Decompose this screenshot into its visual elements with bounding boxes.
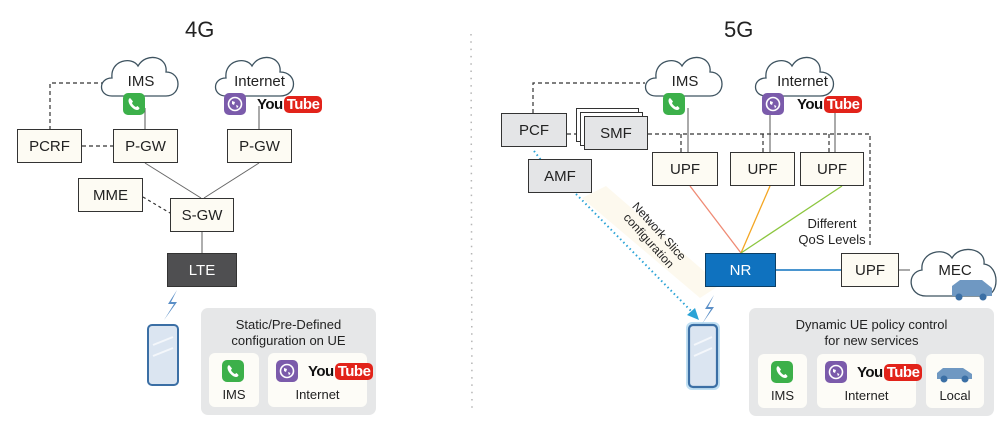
phone-icon: [771, 361, 793, 383]
globe-icon: [276, 360, 298, 382]
service-card-ims: IMS: [209, 353, 259, 407]
node-smf[interactable]: SMF: [584, 116, 648, 150]
phone-icon: [123, 93, 145, 115]
phone-icon: [663, 93, 685, 115]
cloud-label-ims: IMS: [671, 73, 699, 90]
node-pgw-ims[interactable]: P-GW: [113, 129, 178, 163]
node-mme[interactable]: MME: [78, 178, 143, 212]
cloud-internet-5g: [754, 56, 835, 97]
node-upf-internet-2[interactable]: UPF: [800, 152, 864, 186]
cloud-label-internet: Internet: [777, 73, 828, 90]
qos-annotation: Different QoS Levels: [792, 216, 872, 248]
cloud-internet-4g: [214, 56, 295, 97]
card-label: Local: [939, 388, 971, 403]
cloud-label-internet: Internet: [234, 73, 285, 90]
pcrf-ims-link: [49, 82, 104, 130]
panel-title-line2: for new services: [824, 333, 919, 348]
lightning-icon: [702, 295, 714, 324]
panel-title-line1: Static/Pre-Defined: [235, 317, 342, 332]
title-4g: 4G: [185, 17, 215, 42]
card-label: IMS: [222, 387, 246, 402]
pcf-amf-dotted-link: [533, 150, 542, 161]
ue-phone-4g: [147, 324, 179, 386]
node-pgw-internet[interactable]: P-GW: [227, 129, 292, 163]
cloud-ims-5g: [644, 56, 723, 97]
node-upf-ims[interactable]: UPF: [652, 152, 718, 186]
panel-title-line2: configuration on UE: [231, 333, 346, 348]
car-icon: [937, 368, 972, 383]
node-sgw[interactable]: S-GW: [170, 198, 234, 232]
node-upf-internet-1[interactable]: UPF: [730, 152, 795, 186]
smf-upf-control-link: [648, 133, 871, 245]
ue-phone-5g: [686, 322, 720, 390]
qos-line1: Different: [807, 216, 857, 231]
cloud-label-ims: IMS: [127, 73, 155, 90]
static-config-panel: Static/Pre-Defined configuration on UE I…: [201, 308, 376, 415]
cloud-label-mec: MEC: [938, 262, 972, 279]
network-slice-arrow: [575, 193, 698, 318]
globe-icon: [224, 93, 246, 115]
card-label: Internet: [844, 388, 889, 403]
globe-icon: [825, 361, 847, 383]
upf3-nr-qos-link: [740, 185, 843, 254]
service-card-ims: IMS: [758, 354, 807, 408]
phone-icon: [222, 360, 244, 382]
lightning-icon: [164, 290, 177, 320]
node-amf[interactable]: AMF: [528, 159, 592, 193]
arrowhead-icon: [687, 308, 699, 320]
pgw-sgw-link: [144, 162, 202, 199]
card-label: IMS: [770, 388, 795, 403]
panel-title-line1: Dynamic UE policy control: [795, 317, 948, 332]
qos-line2: QoS Levels: [798, 232, 866, 247]
dynamic-policy-panel: Dynamic UE policy control for new servic…: [749, 308, 994, 416]
service-card-local: Local: [926, 354, 984, 408]
slice-highlight: [582, 186, 720, 298]
node-upf-mec[interactable]: UPF: [841, 253, 899, 287]
cloud-ims-4g: [100, 56, 179, 97]
node-pcf[interactable]: PCF: [501, 113, 567, 147]
node-nr[interactable]: NR: [705, 253, 776, 287]
car-icon: [952, 280, 992, 301]
section-divider: [470, 33, 473, 411]
globe-icon: [762, 93, 784, 115]
mme-sgw-link: [142, 196, 171, 214]
upf2-nr-qos-link: [740, 185, 771, 254]
upf1-nr-qos-link: [689, 185, 742, 254]
title-5g: 5G: [724, 17, 754, 42]
card-label: Internet: [295, 387, 340, 402]
node-pcrf[interactable]: PCRF: [17, 129, 82, 163]
pcf-ims-link: [532, 82, 645, 113]
pgw2-sgw-link: [203, 162, 260, 199]
node-lte[interactable]: LTE: [167, 253, 237, 287]
